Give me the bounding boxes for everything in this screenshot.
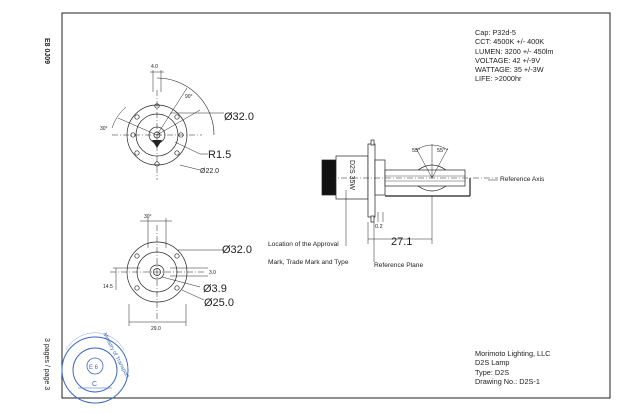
page-label: 3 pages / page 3 xyxy=(43,338,50,391)
bottom-view xyxy=(110,218,224,326)
stamp-text: E 6 C Ministry of Transport xyxy=(89,332,130,388)
spec-lumen: LUMEN: 3200 +/- 450lm xyxy=(475,46,554,56)
dim-offset-3: 3.0 xyxy=(209,270,216,276)
dim-diameter-3-9: Ø3.9 xyxy=(203,283,227,295)
side-view-labels: D2S 35W 55° 55° 0.2 27.1 xyxy=(348,148,445,248)
spec-block: Cap: P32d-5 CCT: 4500K +/- 400K LUMEN: 3… xyxy=(475,28,553,84)
title-company: Morimoto Lighting, LLC xyxy=(475,349,551,358)
title-block: Morimoto Lighting, LLC D2S Lamp Type: D2… xyxy=(475,349,550,386)
dim-diameter-25: Ø25.0 xyxy=(204,297,234,309)
dim-angle-30: 30° xyxy=(100,126,108,132)
stamp-ring-text: Ministry of Transport xyxy=(101,332,130,379)
spec-cct: CCT: 4500K +/- 400K xyxy=(475,37,545,47)
dim-diameter-32-top: Ø32.0 xyxy=(224,111,254,123)
dim-angle-30-bottom: 30° xyxy=(144,214,152,220)
dim-radius: R1.5 xyxy=(208,149,231,161)
lamp-marking: D2S 35W xyxy=(348,160,355,190)
approval-stamp xyxy=(61,332,129,404)
spec-wattage: WATTAGE: 35 +/-3W xyxy=(475,65,544,75)
top-view xyxy=(111,70,224,180)
approval-location-line1: Location of the Approval xyxy=(268,241,339,248)
approval-location-line2: Mark, Trade Mark and Type xyxy=(268,259,349,266)
dim-angle-55-right: 55° xyxy=(437,148,445,154)
spec-cap: Cap: P32d-5 xyxy=(475,28,516,37)
bottom-view-dimension-labels: 30° Ø32.0 3.0 14.5 Ø3.9 Ø25.0 29.0 xyxy=(103,214,252,332)
dim-angle-90: 90° xyxy=(185,94,193,100)
spec-voltage: VOLTAGE: 42 +/-9V xyxy=(475,55,541,65)
reference-axis-label: Reference Axis xyxy=(500,176,545,183)
top-view-dimension-labels: 4.0 90° 30° Ø32.0 R1.5 Ø22.0 xyxy=(100,64,254,175)
reference-plane-label: Reference Plane xyxy=(374,262,424,269)
dim-angle-55-left: 55° xyxy=(412,148,420,154)
title-type: Type: D2S xyxy=(475,367,510,377)
dim-length-27-1: 27.1 xyxy=(391,236,412,248)
side-view xyxy=(321,139,498,262)
title-drawing-no: Drawing No.: D2S-1 xyxy=(475,376,540,386)
dim-diameter-22: Ø22.0 xyxy=(200,168,219,175)
dim-gap: 0.2 xyxy=(375,224,383,230)
spec-life: LIFE: >2000hr xyxy=(475,74,522,84)
dim-offset-14-5: 14.5 xyxy=(103,284,113,290)
drawing-frame xyxy=(61,12,611,399)
title-lamp: D2S Lamp xyxy=(475,358,510,368)
stamp-bottom-mark: C xyxy=(92,381,97,388)
stamp-center-mark: E 6 xyxy=(89,365,99,371)
dim-width-29: 29.0 xyxy=(151,326,161,332)
dim-width-4: 4.0 xyxy=(151,64,158,70)
dim-diameter-32-bottom: Ø32.0 xyxy=(222,244,252,256)
side-code: E8 0J09 xyxy=(43,38,50,65)
